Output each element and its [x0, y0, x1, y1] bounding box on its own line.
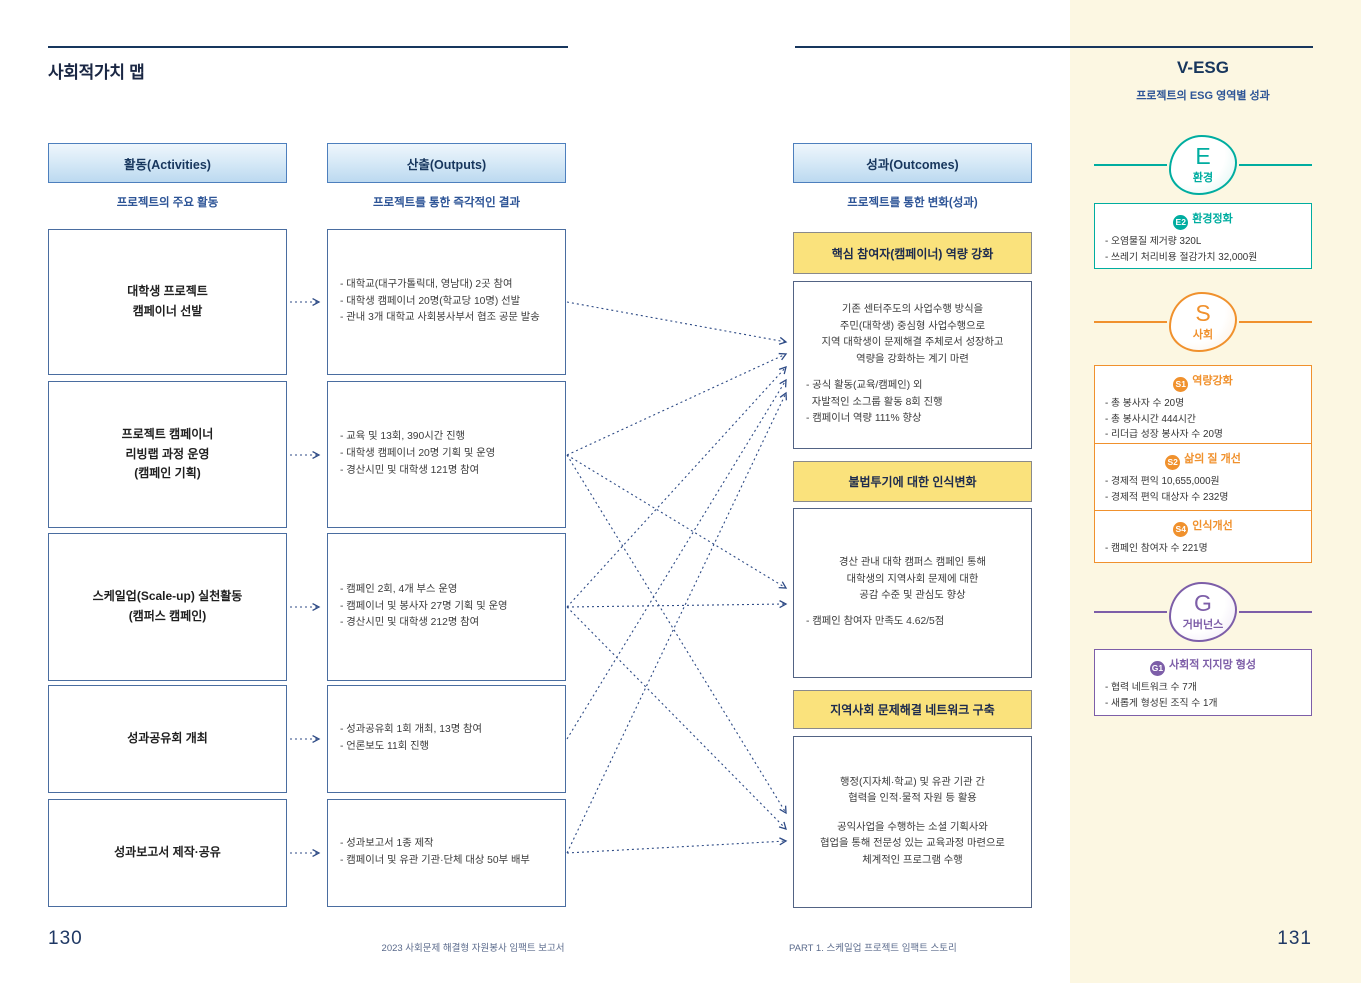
esg-letter: S — [1195, 300, 1211, 326]
divider-line — [1239, 164, 1312, 166]
outcome-box: 행정(지자체·학교) 및 유관 기관 간 협력을 인적·물적 자원 등 활용 공… — [793, 736, 1032, 908]
outcome-paragraph: 행정(지자체·학교) 및 유관 기관 간 협력을 인적·물적 자원 등 활용 — [840, 776, 985, 805]
activity-box: 스케일업(Scale-up) 실천활동 (캠퍼스 캠페인) — [48, 533, 287, 681]
flow-arrow — [566, 600, 788, 609]
column-subtitle-activities: 프로젝트의 주요 활동 — [116, 197, 219, 209]
output-box: - 캠페인 2회, 4개 부스 운영 - 캠페이너 및 봉사자 27명 기획 및… — [327, 533, 566, 681]
flow-arrow — [566, 391, 788, 854]
esg-card-bullets: - 협력 네트워크 수 7개 - 새롭게 형성된 조직 수 1개 — [1105, 682, 1218, 709]
divider-line — [1094, 321, 1167, 323]
output-box: - 교육 및 13회, 390시간 진행 - 대학생 캠페이너 20명 기획 및… — [327, 381, 566, 528]
s4-badge-icon: S4 — [1173, 522, 1189, 537]
page-title: 사회적가치 맵 — [48, 63, 145, 82]
s2-badge-icon: S2 — [1165, 455, 1181, 470]
column-header-activities: 활동(Activities) — [48, 143, 287, 183]
flow-arrow — [566, 301, 788, 345]
output-box: - 성과공유회 1회 개최, 13명 참여 - 언론보도 11회 진행 — [327, 685, 566, 793]
footer-doc-title: 2023 사회문제 해결형 자원봉사 임팩트 보고서 — [381, 943, 565, 954]
divider-line — [1239, 611, 1312, 613]
column-subtitle-outcomes: 프로젝트를 통한 변화(성과) — [847, 197, 978, 209]
esg-section-social: S 사회 — [1094, 291, 1312, 353]
divider-line — [1094, 611, 1167, 613]
page-number-left: 130 — [48, 928, 83, 949]
output-box: - 성과보고서 1종 제작 - 캠페이너 및 유관 기관·단체 대상 50부 배… — [327, 799, 566, 907]
top-rule-right — [795, 46, 1313, 48]
esg-card-bullets: - 캠페인 참여자 수 221명 — [1105, 543, 1208, 554]
esg-label: 환경 — [1192, 172, 1214, 184]
activity-box: 프로젝트 캠페이너 리빙랩 과정 운영 (캠페인 기획) — [48, 381, 287, 528]
flow-arrow — [566, 454, 788, 589]
outcome-bullets: - 공식 활동(교육/캠페인) 외 자발적인 소그룹 활동 8회 진행 - 캠페… — [806, 380, 943, 425]
outcome-box: 기존 센터주도의 사업수행 방식을 주민(대학생) 중심형 사업수행으로 지역 … — [793, 281, 1032, 449]
outcome-title: 불법투기에 대한 인식변화 — [793, 461, 1032, 502]
esg-label: 거버넌스 — [1182, 619, 1224, 631]
flow-arrow — [566, 454, 787, 815]
outcome-bullets: - 캠페인 참여자 만족도 4.62/5점 — [806, 616, 945, 628]
column-subtitle-outputs: 프로젝트를 통한 즉각적인 결과 — [372, 197, 521, 209]
divider-line — [1094, 164, 1167, 166]
environment-blob-icon: E 환경 — [1169, 135, 1237, 195]
esg-card-bullets: - 오염물질 제거량 320L - 쓰레기 처리비용 절감가치 32,000원 — [1105, 236, 1258, 263]
esg-card-bullets: - 총 봉사자 수 20명 - 총 봉사시간 444시간 - 리더급 성장 봉사… — [1105, 398, 1223, 441]
governance-blob-icon: G 거버넌스 — [1169, 582, 1237, 642]
flow-arrow — [566, 837, 788, 854]
output-box: - 대학교(대구가톨릭대, 영남대) 2곳 참여 - 대학생 캠페이너 20명(… — [327, 229, 566, 375]
esg-section-governance: G 거버넌스 — [1094, 581, 1312, 643]
esg-section-environment: E 환경 — [1094, 134, 1312, 196]
esg-card-bullets: - 경제적 편익 10,655,000원 - 경제적 편익 대상자 수 232명 — [1105, 476, 1229, 503]
flow-arrow — [566, 606, 787, 830]
esg-letter: E — [1195, 143, 1211, 169]
activity-box: 성과공유회 개최 — [48, 685, 287, 793]
column-header-outputs: 산출(Outputs) — [327, 143, 566, 183]
vesg-subtitle: 프로젝트의 ESG 영역별 성과 — [1136, 90, 1270, 102]
footer-part-title: PART 1. 스케일업 프로젝트 임팩트 스토리 — [789, 943, 957, 954]
g1-badge-icon: G1 — [1149, 661, 1165, 676]
vesg-title: V-ESG — [1177, 58, 1229, 77]
s1-badge-icon: S1 — [1173, 377, 1189, 392]
top-rule-left — [48, 46, 568, 48]
activity-box: 성과보고서 제작·공유 — [48, 799, 287, 907]
esg-label: 사회 — [1192, 329, 1214, 341]
outcome-box: 경산 관내 대학 캠퍼스 캠페인 통해 대학생의 지역사회 문제에 대한 공감 … — [793, 508, 1032, 678]
activity-box: 대학생 프로젝트 캠페이너 선발 — [48, 229, 287, 375]
esg-letter: G — [1194, 590, 1212, 616]
e2-badge-icon: E2 — [1173, 215, 1189, 230]
page-number-right: 131 — [1277, 928, 1312, 949]
outcome-title: 지역사회 문제해결 네트워크 구축 — [793, 690, 1032, 729]
flow-arrow — [566, 378, 787, 740]
outcome-paragraph: 경산 관내 대학 캠퍼스 캠페인 통해 대학생의 지역사회 문제에 대한 공감 … — [839, 557, 986, 601]
outcome-paragraph: 기존 센터주도의 사업수행 방식을 주민(대학생) 중심형 사업수행으로 지역 … — [821, 304, 1004, 365]
flow-arrow — [566, 352, 788, 456]
column-header-outcomes: 성과(Outcomes) — [793, 143, 1032, 183]
social-blob-icon: S 사회 — [1169, 292, 1237, 352]
divider-line — [1239, 321, 1312, 323]
outcome-title: 핵심 참여자(캠페이너) 역량 강화 — [793, 232, 1032, 274]
outcome-paragraph: 공익사업을 수행하는 소셜 기획사와 협업을 통해 전문성 있는 교육과정 마련… — [820, 821, 1005, 866]
flow-arrow — [566, 365, 787, 608]
